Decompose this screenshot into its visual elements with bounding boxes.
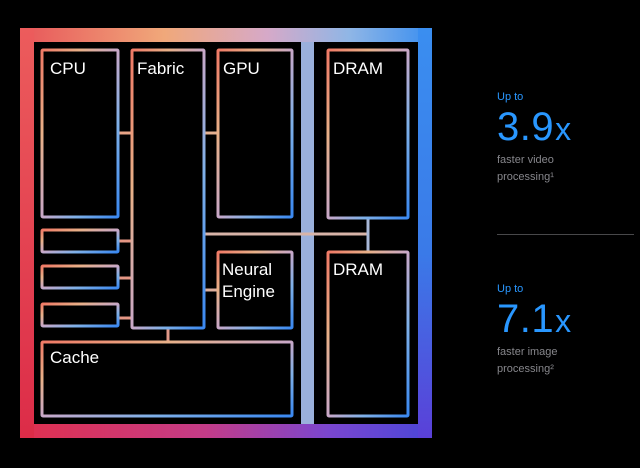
- small-block-1: [40, 228, 120, 254]
- neural-label-line1: Neural: [222, 260, 272, 279]
- stat-number: 3.9: [497, 105, 555, 149]
- cpu-label: CPU: [50, 59, 86, 78]
- stat-desc-line1: faster video: [497, 154, 554, 166]
- gpu-label: GPU: [223, 59, 260, 78]
- stat-description: faster video processing¹: [497, 152, 607, 186]
- cpu-block: [40, 48, 120, 219]
- dram-top-block: [326, 48, 410, 220]
- dram-bottom-block: [326, 250, 410, 418]
- stat-desc-line1: faster image: [497, 346, 558, 358]
- fabric-label: Fabric: [137, 59, 185, 78]
- stat-value: 3.9x: [497, 104, 637, 152]
- stat-description: faster image processing²: [497, 344, 607, 378]
- stat-desc-line2: processing¹: [497, 171, 554, 183]
- stat-unit: x: [555, 111, 572, 147]
- neural-engine-block: [216, 250, 294, 330]
- interconnect-wires: [118, 131, 370, 342]
- cache-label: Cache: [50, 348, 99, 367]
- dram-bottom-label: DRAM: [333, 260, 383, 279]
- small-block-2: [40, 264, 120, 290]
- chip-frame: [20, 28, 432, 438]
- neural-label-line2: Engine: [222, 282, 275, 301]
- stat-desc-line2: processing²: [497, 363, 554, 375]
- stat-prefix: Up to: [497, 283, 524, 295]
- stat-prefix: Up to: [497, 91, 524, 103]
- fabric-block: [130, 48, 206, 330]
- small-block-3: [40, 302, 120, 328]
- stat-image: Up to 7.1x faster image processing²: [497, 282, 637, 378]
- divider: [497, 234, 634, 235]
- cache-block: [40, 340, 294, 418]
- stat-video: Up to 3.9x faster video processing¹: [497, 90, 637, 186]
- stat-unit: x: [555, 303, 572, 339]
- dram-top-label: DRAM: [333, 59, 383, 78]
- stat-value: 7.1x: [497, 296, 637, 344]
- gpu-block: [216, 48, 294, 219]
- stat-number: 7.1: [497, 297, 555, 341]
